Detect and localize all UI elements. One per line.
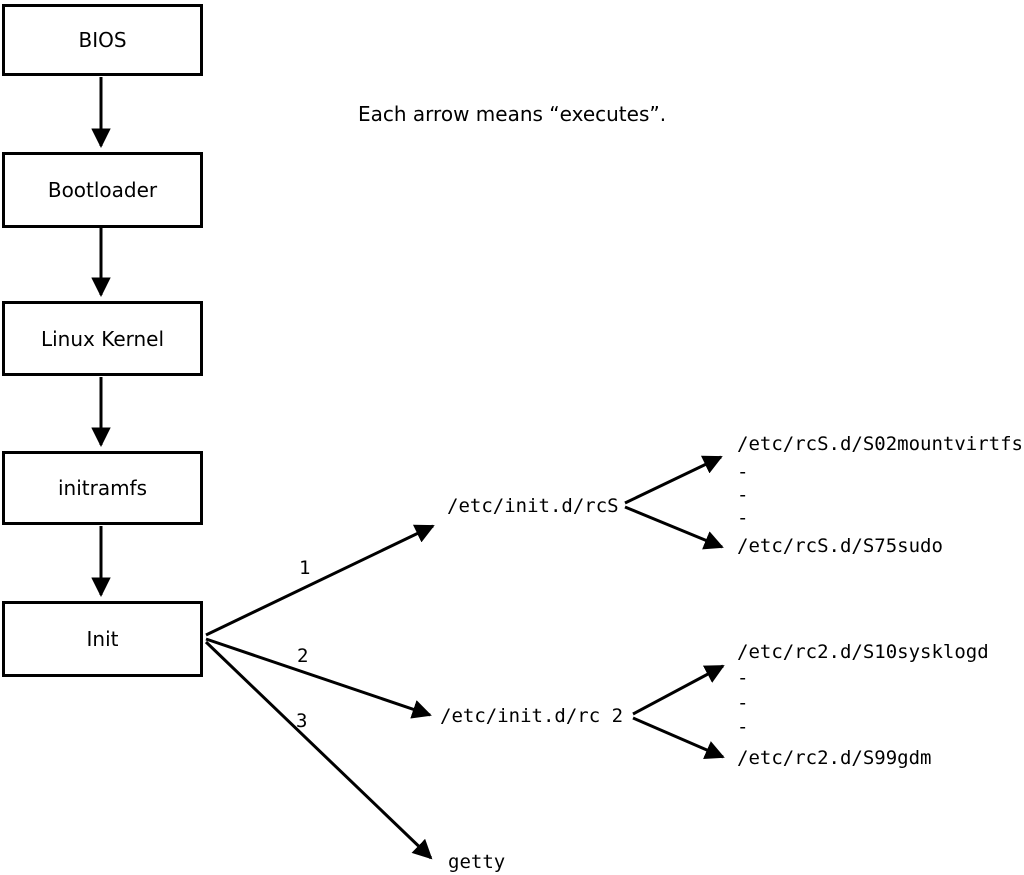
rc2-child-first: /etc/rc2.d/S10sysklogd (737, 641, 989, 663)
node-linux-kernel-label: Linux Kernel (40, 326, 165, 351)
edge-label-1: 1 (299, 557, 311, 579)
rcs-ellipsis-dash: - (737, 461, 749, 483)
node-bios: BIOS (2, 4, 203, 76)
node-initramfs: initramfs (2, 451, 203, 525)
arrow-rcs-to-last-script (624, 505, 724, 550)
rcs-ellipsis-dash: - (737, 507, 749, 529)
arrow-init-to-getty (204, 640, 433, 860)
rcs-child-last: /etc/rcS.d/S75sudo (737, 535, 943, 557)
arrow-rc2-to-first-script (632, 664, 725, 716)
node-bios-label: BIOS (78, 28, 127, 52)
node-init-label: Init (86, 627, 119, 651)
arrow-rcs-to-first-script (624, 455, 723, 505)
script-rcs: /etc/init.d/rcS (447, 495, 619, 517)
arrow-init-to-rcs (205, 524, 435, 637)
rcs-child-first: /etc/rcS.d/S02mountvirtfs (737, 433, 1023, 455)
rc2-ellipsis-dash: - (737, 716, 749, 738)
rcs-ellipsis-dash: - (737, 484, 749, 506)
script-rc2: /etc/init.d/rc 2 (440, 705, 624, 727)
legend-note: Each arrow means “executes”. (358, 102, 667, 126)
node-init: Init (2, 601, 203, 677)
node-initramfs-label: initramfs (57, 476, 148, 500)
rc2-child-last: /etc/rc2.d/S99gdm (737, 747, 932, 769)
node-bootloader-label: Bootloader (47, 178, 158, 202)
edge-label-3: 3 (296, 710, 308, 732)
arrow-rc2-to-last-script (632, 716, 725, 759)
rc2-ellipsis-dash: - (737, 692, 749, 714)
arrow-init-to-rc2 (205, 637, 432, 719)
node-bootloader: Bootloader (2, 152, 203, 228)
script-getty: getty (448, 851, 506, 873)
node-linux-kernel: Linux Kernel (2, 301, 203, 376)
rc2-ellipsis-dash: - (737, 667, 749, 689)
edge-label-2: 2 (297, 645, 309, 667)
